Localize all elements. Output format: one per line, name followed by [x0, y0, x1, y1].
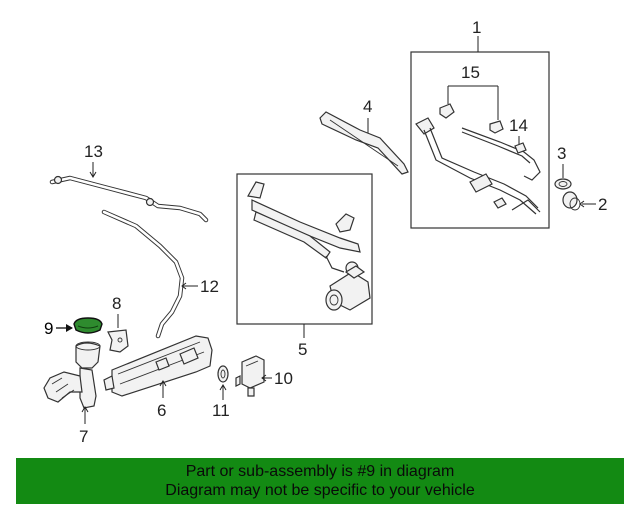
callout-3[interactable]: 3 [557, 144, 566, 163]
callout-1[interactable]: 1 [472, 18, 481, 37]
part-9-reservoir-cap[interactable] [73, 317, 103, 334]
callout-8[interactable]: 8 [112, 294, 121, 313]
part-7-filler-neck[interactable] [43, 341, 101, 409]
part-13-washer-hose[interactable] [49, 175, 209, 223]
part-1-wiper-arm[interactable] [415, 117, 541, 215]
banner-line-1: Part or sub-assembly is #9 in diagram [185, 463, 455, 480]
part-15-clip-a[interactable] [439, 103, 455, 119]
callout-13[interactable]: 13 [84, 142, 103, 161]
part-2-cap[interactable] [562, 191, 578, 209]
part-6-washer-reservoir[interactable] [103, 335, 213, 397]
callout-14[interactable]: 14 [509, 116, 528, 135]
callout-5[interactable]: 5 [298, 340, 307, 359]
part-1-box [410, 51, 550, 229]
part-3-nut[interactable] [554, 178, 572, 190]
part-4-wiper-blade[interactable] [319, 111, 409, 175]
callout-6[interactable]: 6 [157, 401, 166, 420]
callout-7[interactable]: 7 [79, 427, 88, 446]
info-banner: Part or sub-assembly is #9 in diagram Di… [16, 458, 624, 504]
callout-4[interactable]: 4 [363, 97, 372, 116]
part-10-washer-pump[interactable] [235, 355, 265, 397]
callout-15[interactable]: 15 [461, 63, 480, 82]
part-11-grommet[interactable] [217, 365, 229, 383]
part-14-washer-hose[interactable] [461, 127, 541, 181]
part-5-wiper-linkage[interactable] [247, 181, 361, 275]
callout-12[interactable]: 12 [200, 277, 219, 296]
callout-11[interactable]: 11 [212, 401, 230, 420]
parts-diagram: 1 15 14 3 2 4 5 [43, 18, 607, 446]
part-15-clip-b[interactable] [489, 120, 504, 134]
part-12-washer-hose[interactable] [101, 209, 185, 339]
callout-9[interactable]: 9 [44, 319, 53, 338]
callout-2[interactable]: 2 [598, 195, 607, 214]
callout-10[interactable]: 10 [274, 369, 293, 388]
part-5-wiper-motor[interactable] [325, 265, 371, 311]
banner-line-2: Diagram may not be specific to your vehi… [165, 482, 475, 499]
